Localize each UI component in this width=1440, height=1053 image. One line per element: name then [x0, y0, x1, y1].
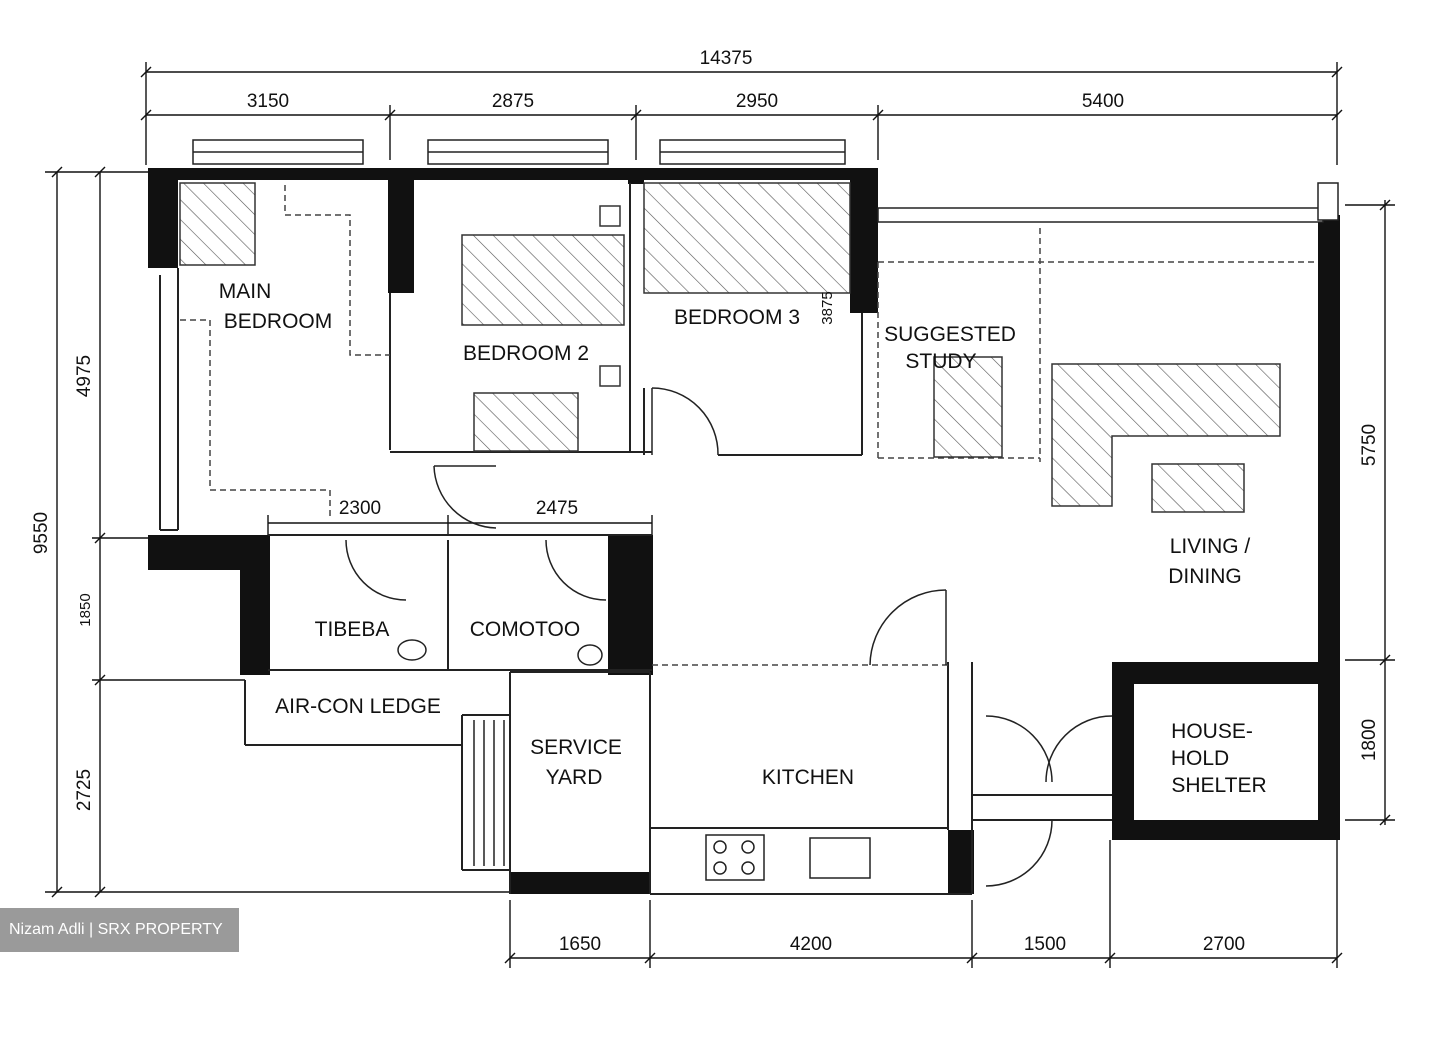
dim-left-3: 2725: [74, 769, 95, 811]
dim-top-3: 2950: [736, 91, 778, 112]
dim-top-2: 2875: [492, 91, 534, 112]
dim-left-1: 4975: [74, 355, 95, 397]
dim-top-1: 3150: [247, 91, 289, 112]
label-bedroom3-dim: 3875: [819, 291, 836, 324]
dim-left-total: 9550: [31, 512, 52, 554]
label-bedroom-2: BEDROOM 2: [463, 342, 589, 365]
structural-walls: [148, 168, 1340, 894]
label-shelter-3: SHELTER: [1171, 774, 1266, 797]
thin-walls: [159, 183, 1112, 895]
label-main-bedroom-2: BEDROOM: [224, 310, 333, 333]
furniture: [179, 182, 1281, 513]
dim-top-4: 5400: [1082, 91, 1124, 112]
dim-inner-2: 2475: [536, 498, 578, 519]
living-window: [877, 182, 1339, 223]
label-bath-1: TIBEBA: [315, 618, 390, 641]
dashed-lines: [180, 185, 1318, 666]
label-shelter-1: HOUSE-: [1171, 720, 1253, 743]
dim-inner-1: 2300: [339, 498, 381, 519]
dim-right-2: 1800: [1359, 719, 1380, 761]
label-main-bedroom-1: MAIN: [219, 280, 272, 303]
dim-bottom-2: 4200: [790, 934, 832, 955]
dim-bottom-1: 1650: [559, 934, 601, 955]
dim-bottom-4: 2700: [1203, 934, 1245, 955]
dim-bottom-3: 1500: [1024, 934, 1066, 955]
label-living-1: LIVING /: [1170, 535, 1251, 558]
label-service-yard-1: SERVICE: [530, 736, 622, 759]
right-dimension-lines: [1345, 199, 1395, 826]
top-windows: [192, 139, 846, 165]
watermark: Nizam Adli | SRX PROPERTY: [0, 908, 239, 952]
door-swings: [345, 387, 1113, 887]
label-study-2: STUDY: [905, 350, 976, 373]
bottom-dimension-lines: [504, 840, 1343, 968]
label-study-1: SUGGESTED: [884, 323, 1016, 346]
label-living-2: DINING: [1168, 565, 1242, 588]
left-dimension-lines: [45, 166, 510, 898]
inner-dimension-lines: [267, 515, 653, 535]
label-shelter-2: HOLD: [1171, 747, 1229, 770]
dim-right-1: 5750: [1359, 424, 1380, 466]
top-dimension-lines: [140, 62, 1343, 165]
label-bath-2: COMOTOO: [470, 618, 580, 641]
label-service-yard-2: YARD: [546, 766, 603, 789]
kitchen-fixtures: [397, 639, 871, 881]
dim-top-total: 14375: [700, 48, 753, 69]
label-kitchen: KITCHEN: [762, 766, 854, 789]
label-bedroom-3: BEDROOM 3: [674, 306, 800, 329]
dim-left-2: 1850: [77, 593, 94, 626]
label-aircon-ledge: AIR-CON LEDGE: [275, 695, 441, 718]
ledge-grille: [473, 720, 505, 866]
